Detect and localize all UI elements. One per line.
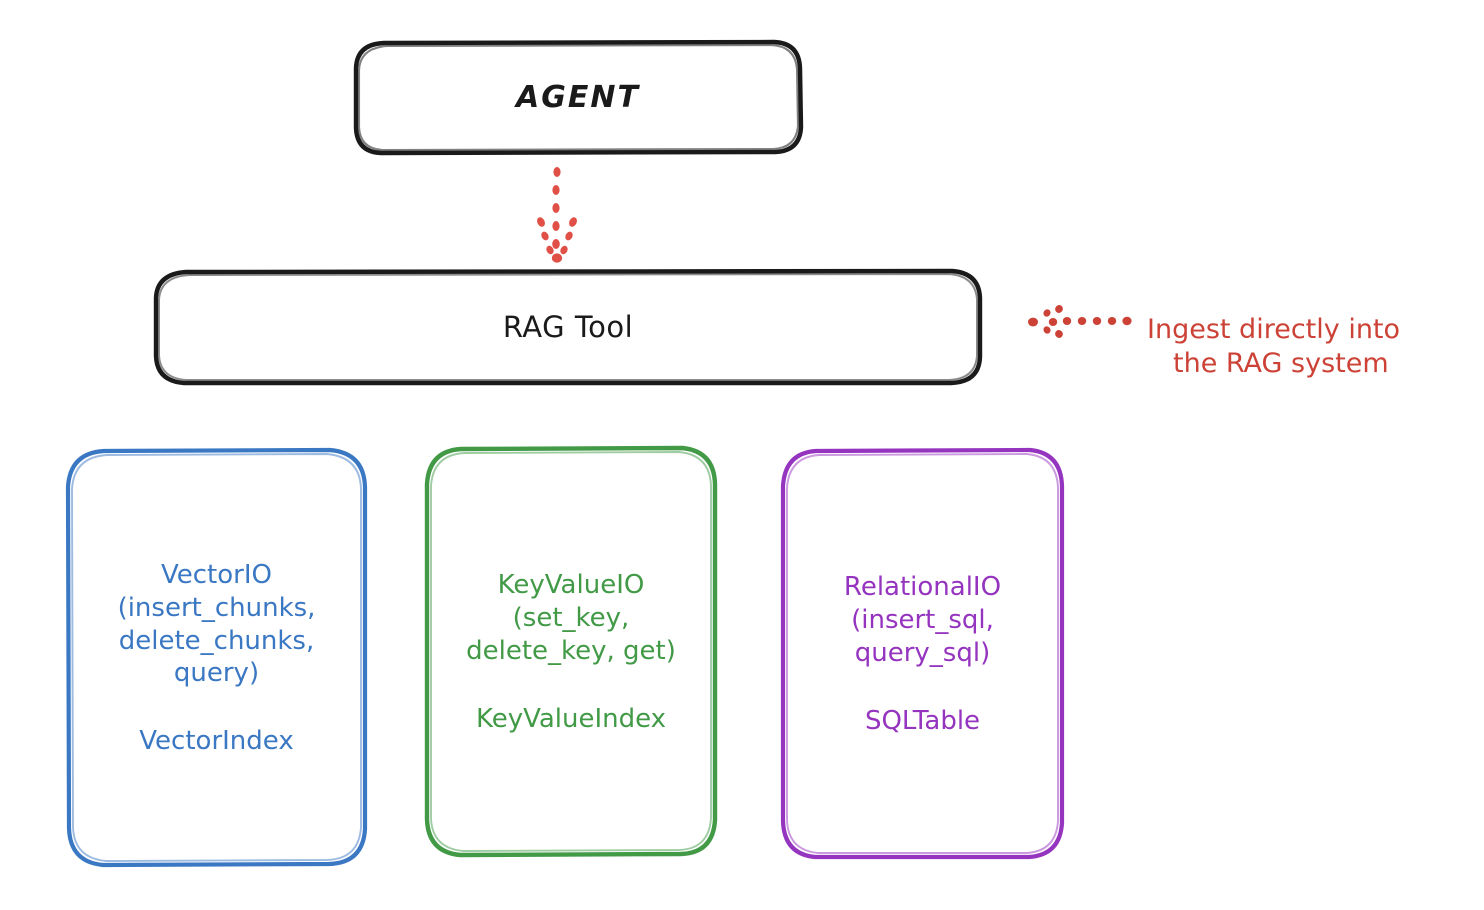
ingest-annotation-line-1: Ingest directly into — [1147, 314, 1401, 346]
ingest-annotation-line-2: the RAG system — [1173, 348, 1389, 380]
key-value-io-content: KeyValueIO (set_key, delete_key, get) Ke… — [427, 569, 715, 733]
vector-index-label: VectorIndex — [139, 726, 294, 756]
agent-node[interactable]: AGENT — [356, 42, 800, 152]
rag-tool-node[interactable]: RAG Tool — [156, 271, 980, 383]
relational-io-box-outline — [780, 447, 1065, 860]
ingest-annotation: Ingest directly into the RAG system — [1147, 279, 1477, 415]
sql-table-label: SQLTable — [864, 705, 981, 736]
vector-io-content: VectorIO (insert_chunks, delete_chunks, … — [68, 559, 365, 756]
relational-io-signature: RelationalIO (insert_sql, query_sql) — [843, 572, 1002, 668]
key-value-io-node[interactable]: KeyValueIO (set_key, delete_key, get) Ke… — [427, 448, 715, 855]
vector-io-box-outline — [65, 447, 368, 868]
key-value-io-box-outline — [424, 445, 718, 858]
vector-io-node[interactable]: VectorIO (insert_chunks, delete_chunks, … — [68, 450, 365, 865]
rag-tool-label: RAG Tool — [502, 310, 634, 344]
key-value-index-label: KeyValueIndex — [475, 703, 667, 734]
rag-tool-box-outline — [153, 268, 983, 386]
relational-io-content: RelationalIO (insert_sql, query_sql) SQL… — [783, 571, 1062, 735]
agent-box-outline — [353, 39, 804, 156]
key-value-io-signature: KeyValueIO (set_key, delete_key, get) — [466, 570, 676, 666]
ingest-note-arrow — [1028, 305, 1132, 338]
relational-io-node[interactable]: RelationalIO (insert_sql, query_sql) SQL… — [783, 450, 1062, 857]
agent-label: AGENT — [516, 79, 640, 115]
vector-io-signature: VectorIO (insert_chunks, delete_chunks, … — [117, 560, 316, 689]
agent-to-rag-tool-arrow — [537, 167, 577, 263]
